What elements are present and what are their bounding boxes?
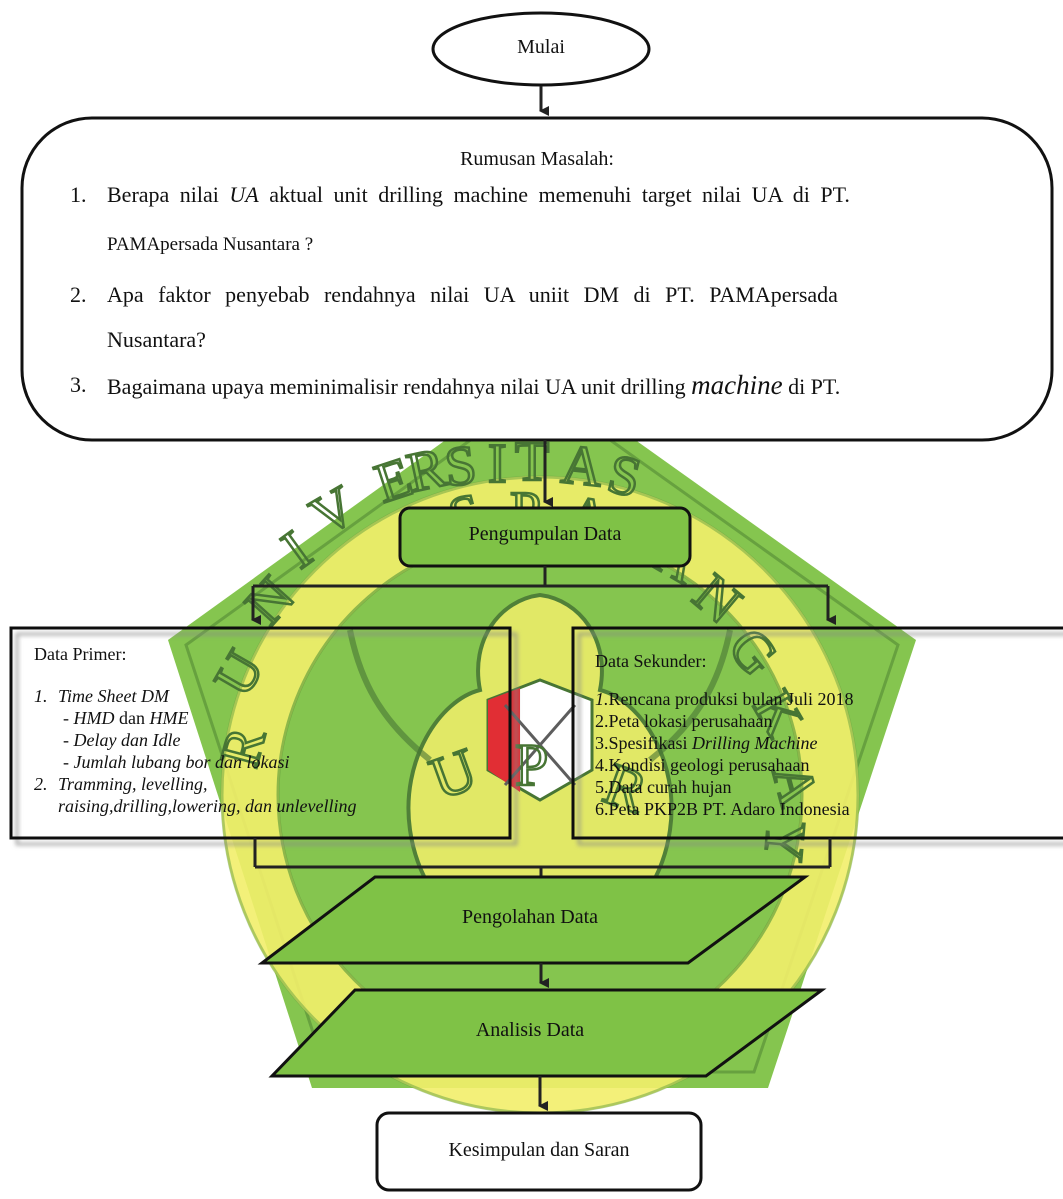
start-label: Mulai	[517, 36, 565, 58]
primary-item-1-number: 1.	[34, 686, 48, 706]
problem-item-2-line-2: Nusantara?	[107, 327, 206, 352]
data-analysis-box	[268, 988, 827, 1078]
data-processing-box	[257, 875, 810, 965]
secondary-item-3: 3.Spesifikasi Drilling Machine	[595, 733, 818, 753]
svg-text:A: A	[559, 433, 606, 499]
conclusion-label: Kesimpulan dan Saran	[448, 1139, 630, 1161]
secondary-item-1: 1.Rencana produksi bulan Juli 2018	[595, 689, 854, 709]
data-processing-label: Pengolahan Data	[461, 906, 599, 928]
primary-sub-3: - Jumlah lubang bor dan lokasi	[63, 752, 290, 772]
primary-data-box	[9, 626, 512, 840]
secondary-item-2: 2.Peta lokasi perusahaan	[595, 711, 773, 731]
primary-item-1: Time Sheet DM	[58, 686, 169, 706]
problem-item-3-line-1: Bagaimana upaya meminimalisir rendahnya …	[107, 370, 841, 400]
problem-item-2-number: 2.	[70, 282, 87, 307]
problem-item-1-number: 1.	[70, 182, 87, 207]
data-analysis-label: Analisis Data	[475, 1019, 585, 1041]
primary-item-2-line-1: Tramming, levelling,	[58, 774, 208, 794]
problem-item-1-line-1: Berapa nilai UA aktual unit drilling mac…	[107, 182, 850, 207]
svg-text:Y: Y	[752, 819, 817, 865]
problem-statement-box	[20, 116, 1054, 442]
primary-item-2-line-2: raising,drilling,lowering, dan unlevelli…	[58, 796, 357, 816]
primary-sub-2: - Delay dan Idle	[63, 730, 181, 750]
secondary-item-4: 4.Kondisi geologi perusahaan	[595, 755, 810, 775]
secondary-data-title: Data Sekunder:	[595, 651, 707, 671]
secondary-data-box	[571, 626, 1063, 840]
primary-item-2-number: 2.	[34, 774, 48, 794]
secondary-item-6: 6.Peta PKP2B PT. Adaro Indonesia	[595, 799, 850, 819]
conclusion-box	[375, 1111, 703, 1192]
secondary-item-5: 5.Data curah hujan	[595, 777, 732, 797]
svg-text:I: I	[488, 433, 507, 495]
problem-item-2-line-1: Apa faktor penyebab rendahnya nilai UA u…	[107, 282, 838, 307]
problem-item-3-number: 3.	[70, 372, 87, 397]
start-terminator	[431, 11, 651, 87]
primary-sub-1: - HMD dan HME	[63, 708, 189, 728]
problem-statement-title: Rumusan Masalah:	[460, 148, 614, 170]
svg-text:P: P	[515, 732, 548, 798]
primary-data-title: Data Primer:	[34, 644, 127, 664]
data-collection-label: Pengumpulan Data	[468, 523, 622, 545]
problem-item-1-line-2: PAMApersada Nusantara ?	[107, 234, 314, 255]
